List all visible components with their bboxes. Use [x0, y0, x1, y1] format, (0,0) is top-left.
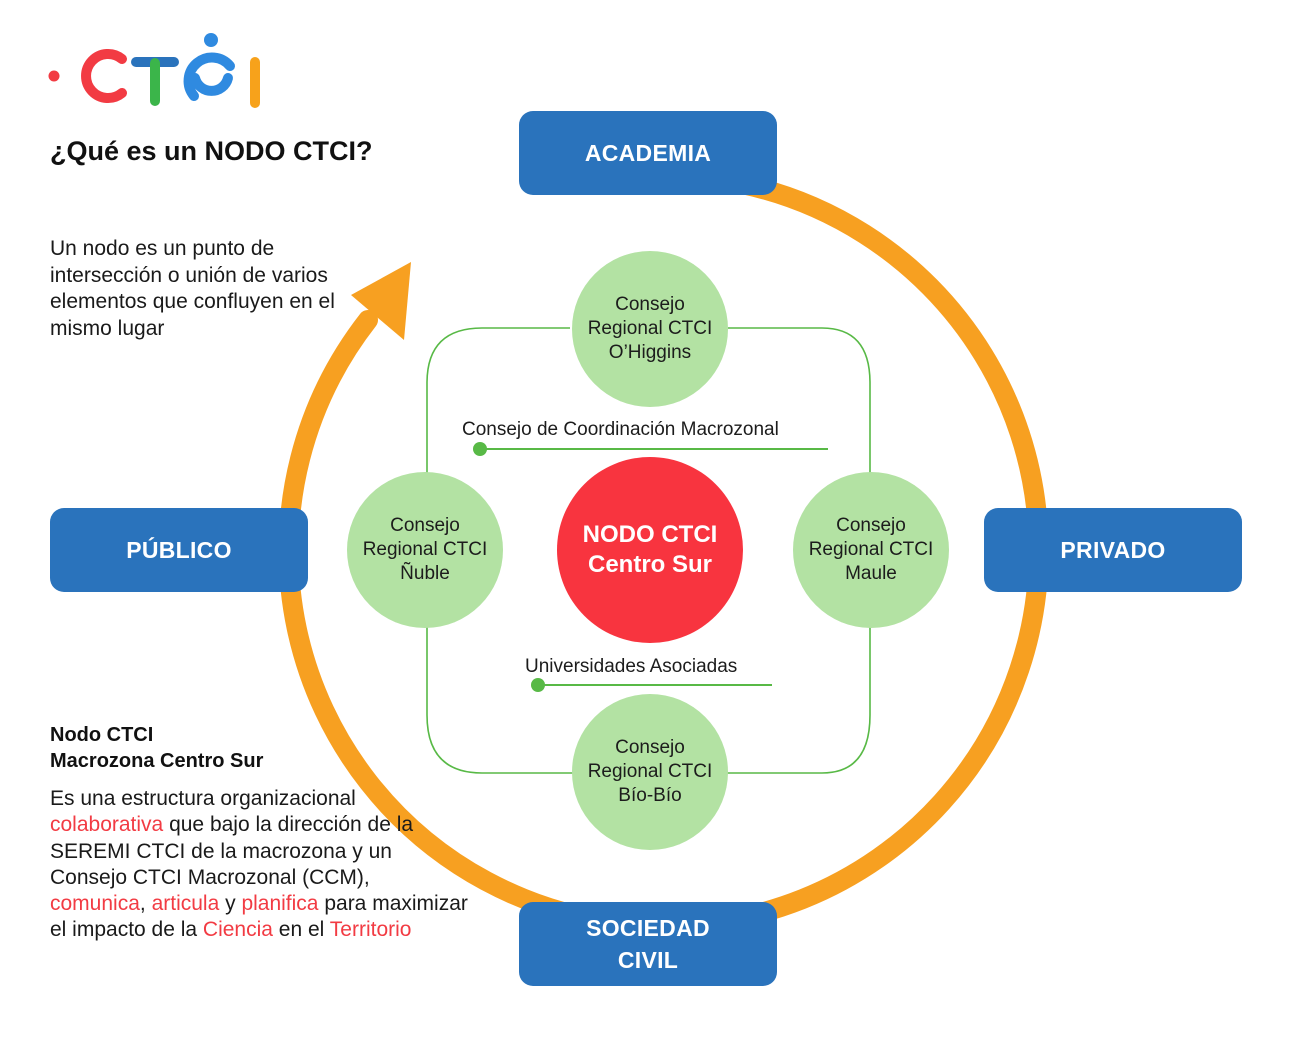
- council-ohiggins: Consejo Regional CTCI O’Higgins: [572, 251, 728, 407]
- desc-part: Es una estructura organizacional: [50, 787, 356, 810]
- universidades-label: Universidades Asociadas: [525, 656, 738, 677]
- desc-highlight: colaborativa: [50, 813, 164, 837]
- council-maule: Consejo Regional CTCI Maule: [793, 472, 949, 628]
- council-biobio: Consejo Regional CTCI Bío-Bío: [572, 694, 728, 850]
- sector-publico: PÚBLICO: [50, 508, 308, 592]
- nodo-center-line2: Centro Sur: [587, 551, 712, 578]
- council-line: Maule: [845, 563, 897, 584]
- intro-text: Un nodo es un punto de intersección o un…: [50, 237, 335, 340]
- sector-sociedad-civil: SOCIEDAD CIVIL: [519, 902, 777, 986]
- desc-highlight: Ciencia: [202, 918, 273, 942]
- cycle-arrow-head-icon: [351, 262, 411, 340]
- nodo-center: NODO CTCI Centro Sur: [557, 457, 743, 643]
- desc-highlight: comunica: [50, 892, 140, 916]
- council-line: Consejo: [390, 515, 460, 536]
- desc-highlight: articula: [151, 892, 220, 916]
- desc-part: y: [219, 892, 242, 916]
- desc-part: ,: [139, 892, 152, 916]
- desc-part: en el: [272, 918, 330, 942]
- sector-privado: PRIVADO: [984, 508, 1242, 592]
- council-line: Regional CTCI: [587, 318, 713, 339]
- desc-part: que bajo la dirección de la SEREMI CTCI …: [50, 813, 414, 889]
- council-line: Bío-Bío: [618, 785, 682, 806]
- macrozonal-label: Consejo de Coordinación Macrozonal: [462, 419, 779, 440]
- council-line: Consejo: [615, 294, 685, 315]
- universidades-dot: [531, 678, 545, 692]
- council-line: Regional CTCI: [587, 761, 713, 782]
- network-outline: [426, 327, 871, 774]
- node-info-description: Es una estructura organizacional colabor…: [50, 786, 470, 944]
- node-info-title: Nodo CTCI Macrozona Centro Sur: [50, 722, 370, 774]
- macrozonal-dot: [473, 442, 487, 456]
- council-line: Consejo: [615, 737, 685, 758]
- council-line: Regional CTCI: [808, 539, 934, 560]
- council-line: Regional CTCI: [362, 539, 488, 560]
- council-line: Ñuble: [400, 563, 450, 584]
- node-info-title-line1: Nodo CTCI: [50, 724, 154, 746]
- cycle-arc: [278, 170, 1049, 936]
- ctci-logo: [48, 33, 260, 108]
- sector-sociedad-line2: CIVIL: [617, 947, 679, 973]
- council-line: O’Higgins: [608, 342, 692, 363]
- node-info-title-line2: Macrozona Centro Sur: [50, 750, 264, 772]
- desc-part: para maximizar el impacto de la: [50, 892, 468, 942]
- desc-highlight: planifica: [241, 892, 319, 916]
- sector-academia: ACADEMIA: [519, 111, 777, 195]
- council-nuble: Consejo Regional CTCI Ñuble: [347, 472, 503, 628]
- sector-sociedad-line1: SOCIEDAD: [586, 915, 710, 941]
- nodo-center-line1: NODO CTCI: [582, 521, 718, 548]
- page-title: ¿Qué es un NODO CTCI?: [50, 136, 373, 166]
- council-line: Consejo: [836, 515, 906, 536]
- desc-highlight: Territorio: [329, 918, 412, 942]
